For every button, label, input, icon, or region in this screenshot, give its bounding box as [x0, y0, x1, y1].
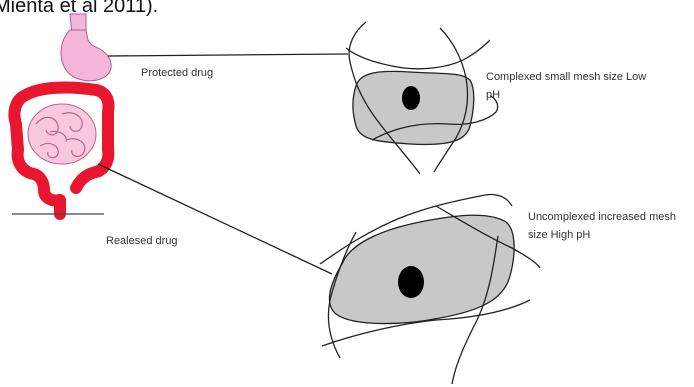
pointer-line-intestine — [98, 164, 332, 274]
complexed-drug-core — [402, 86, 420, 110]
digestive-tract-illustration — [12, 14, 111, 214]
protected-drug-label: Protected drug — [141, 67, 213, 79]
uncomplexed-hydrogel — [320, 194, 540, 384]
uncomplexed-mesh-body — [329, 215, 514, 323]
complexed-hydrogel — [346, 22, 498, 174]
uncomplexed-drug-core — [398, 266, 424, 298]
released-drug-label: Realesed drug — [106, 235, 178, 247]
uncomplexed-label-line2: size High pH — [528, 229, 590, 241]
small-intestine — [28, 104, 96, 164]
stomach — [61, 30, 111, 81]
complexed-label-line1: Complexed small mesh size Low — [486, 71, 646, 83]
pointer-line-stomach — [108, 54, 348, 56]
uncomplexed-label-line1: Uncomplexed increased mesh — [528, 211, 676, 223]
complexed-label-line2: pH — [486, 89, 500, 101]
